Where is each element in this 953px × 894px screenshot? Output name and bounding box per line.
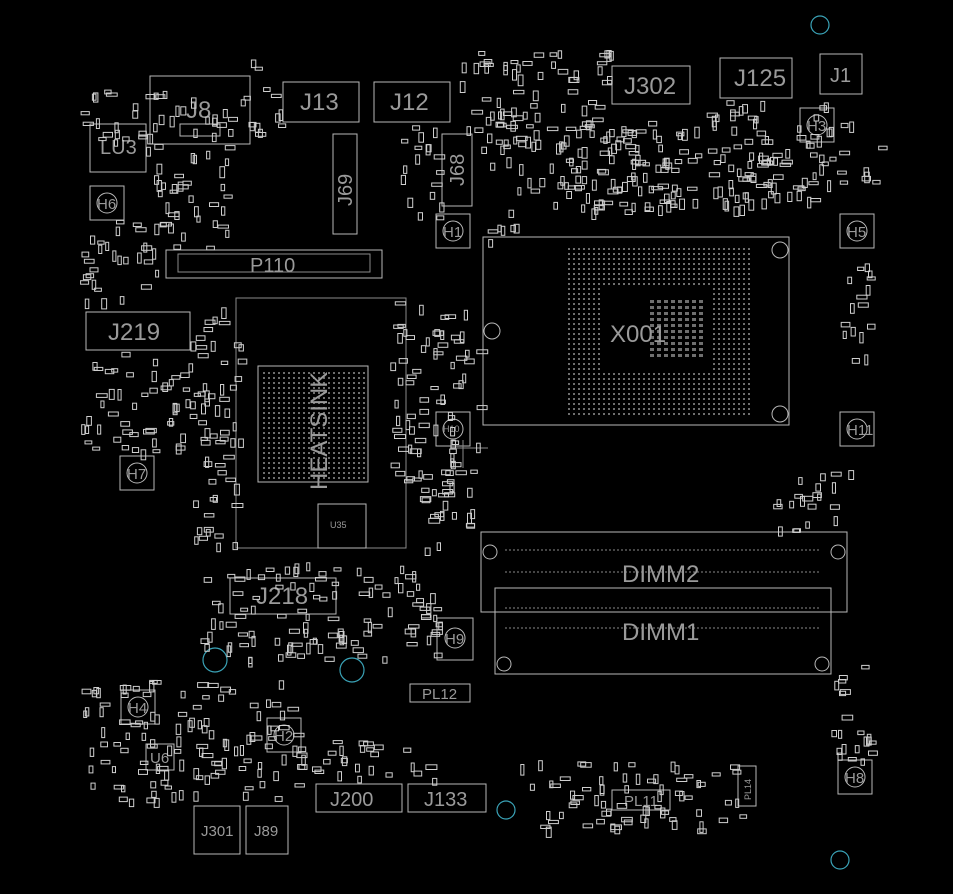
label-j68: J68	[447, 154, 469, 186]
label-j12: J12	[390, 89, 429, 116]
inductor-pl11: PL11	[611, 789, 671, 811]
label-h8: H8	[845, 770, 864, 787]
dimm-slot-2: DIMM2	[480, 531, 848, 613]
label-j133: J133	[424, 789, 467, 811]
inductor-pl12: PL12	[409, 683, 471, 703]
label-h11: H11	[847, 422, 873, 439]
connector-j219: J219	[85, 311, 191, 351]
hole-h9: H9	[436, 617, 474, 661]
label-dimm1: DIMM1	[622, 619, 699, 646]
connector-j133: J133	[407, 783, 487, 813]
dimm-slot-1: DIMM1	[494, 587, 832, 675]
label-h9: H9	[445, 631, 464, 648]
label-u35: U35	[330, 520, 347, 530]
label-h4: H4	[128, 700, 147, 717]
connector-j8: J8	[149, 75, 251, 145]
connector-j218: J218	[229, 577, 337, 615]
connector-j89: J89	[245, 805, 289, 855]
label-j218: J218	[256, 583, 308, 610]
label-h7: H7	[127, 466, 146, 483]
label-j8: J8	[186, 97, 211, 124]
label-j125: J125	[734, 65, 786, 92]
label-h3: H3	[807, 118, 826, 135]
label-j200: J200	[330, 789, 373, 811]
label-j1: J1	[830, 65, 851, 87]
connector-j1: J1	[819, 53, 863, 95]
hole-h5: H5	[839, 213, 875, 249]
label-j69: J69	[335, 174, 357, 206]
label-h10: H10	[443, 424, 460, 434]
hole-h8: H8	[837, 759, 873, 795]
connector-j200: J200	[315, 783, 403, 813]
label-x001: X001	[610, 321, 666, 348]
hole-h10: H10	[435, 411, 471, 447]
mounting-vias	[202, 15, 850, 870]
hole-h11: H11	[839, 411, 875, 447]
label-j219: J219	[108, 319, 160, 346]
label-h2: H2	[274, 728, 293, 745]
hole-h7: H7	[119, 455, 155, 491]
connector-j302: J302	[611, 65, 691, 105]
label-lu3: LU3	[100, 137, 137, 159]
hole-h6: H6	[89, 185, 125, 221]
label-h1: H1	[443, 224, 462, 241]
label-pl11: PL11	[624, 793, 658, 810]
small-components	[80, 50, 888, 838]
label-h5: H5	[847, 224, 866, 241]
chip-u35: U35	[317, 503, 367, 549]
label-pl14: PL14	[743, 779, 753, 800]
inductor-pl14: PL14	[737, 765, 757, 807]
label-j13: J13	[300, 89, 339, 116]
label-j301: J301	[201, 823, 234, 840]
label-u6: U6	[150, 750, 169, 767]
connector-j69: J69	[332, 133, 358, 235]
connector-j13: J13	[282, 81, 360, 123]
label-p110: P110	[250, 255, 295, 277]
label-heatsink: HEATSINK	[306, 372, 333, 490]
connector-j12: J12	[373, 81, 451, 123]
connector-j68: J68	[441, 133, 473, 207]
label-j302: J302	[624, 73, 676, 100]
connector-j125: J125	[719, 57, 793, 99]
label-pl12: PL12	[422, 686, 457, 703]
label-dimm2: DIMM2	[622, 561, 699, 588]
label-j89: J89	[254, 823, 278, 840]
connector-j301: J301	[193, 805, 241, 855]
cpu-socket-x001: X001	[482, 236, 790, 426]
hole-h1: H1	[435, 213, 471, 249]
connector-p110: P110	[165, 249, 383, 279]
label-h6: H6	[97, 196, 116, 213]
